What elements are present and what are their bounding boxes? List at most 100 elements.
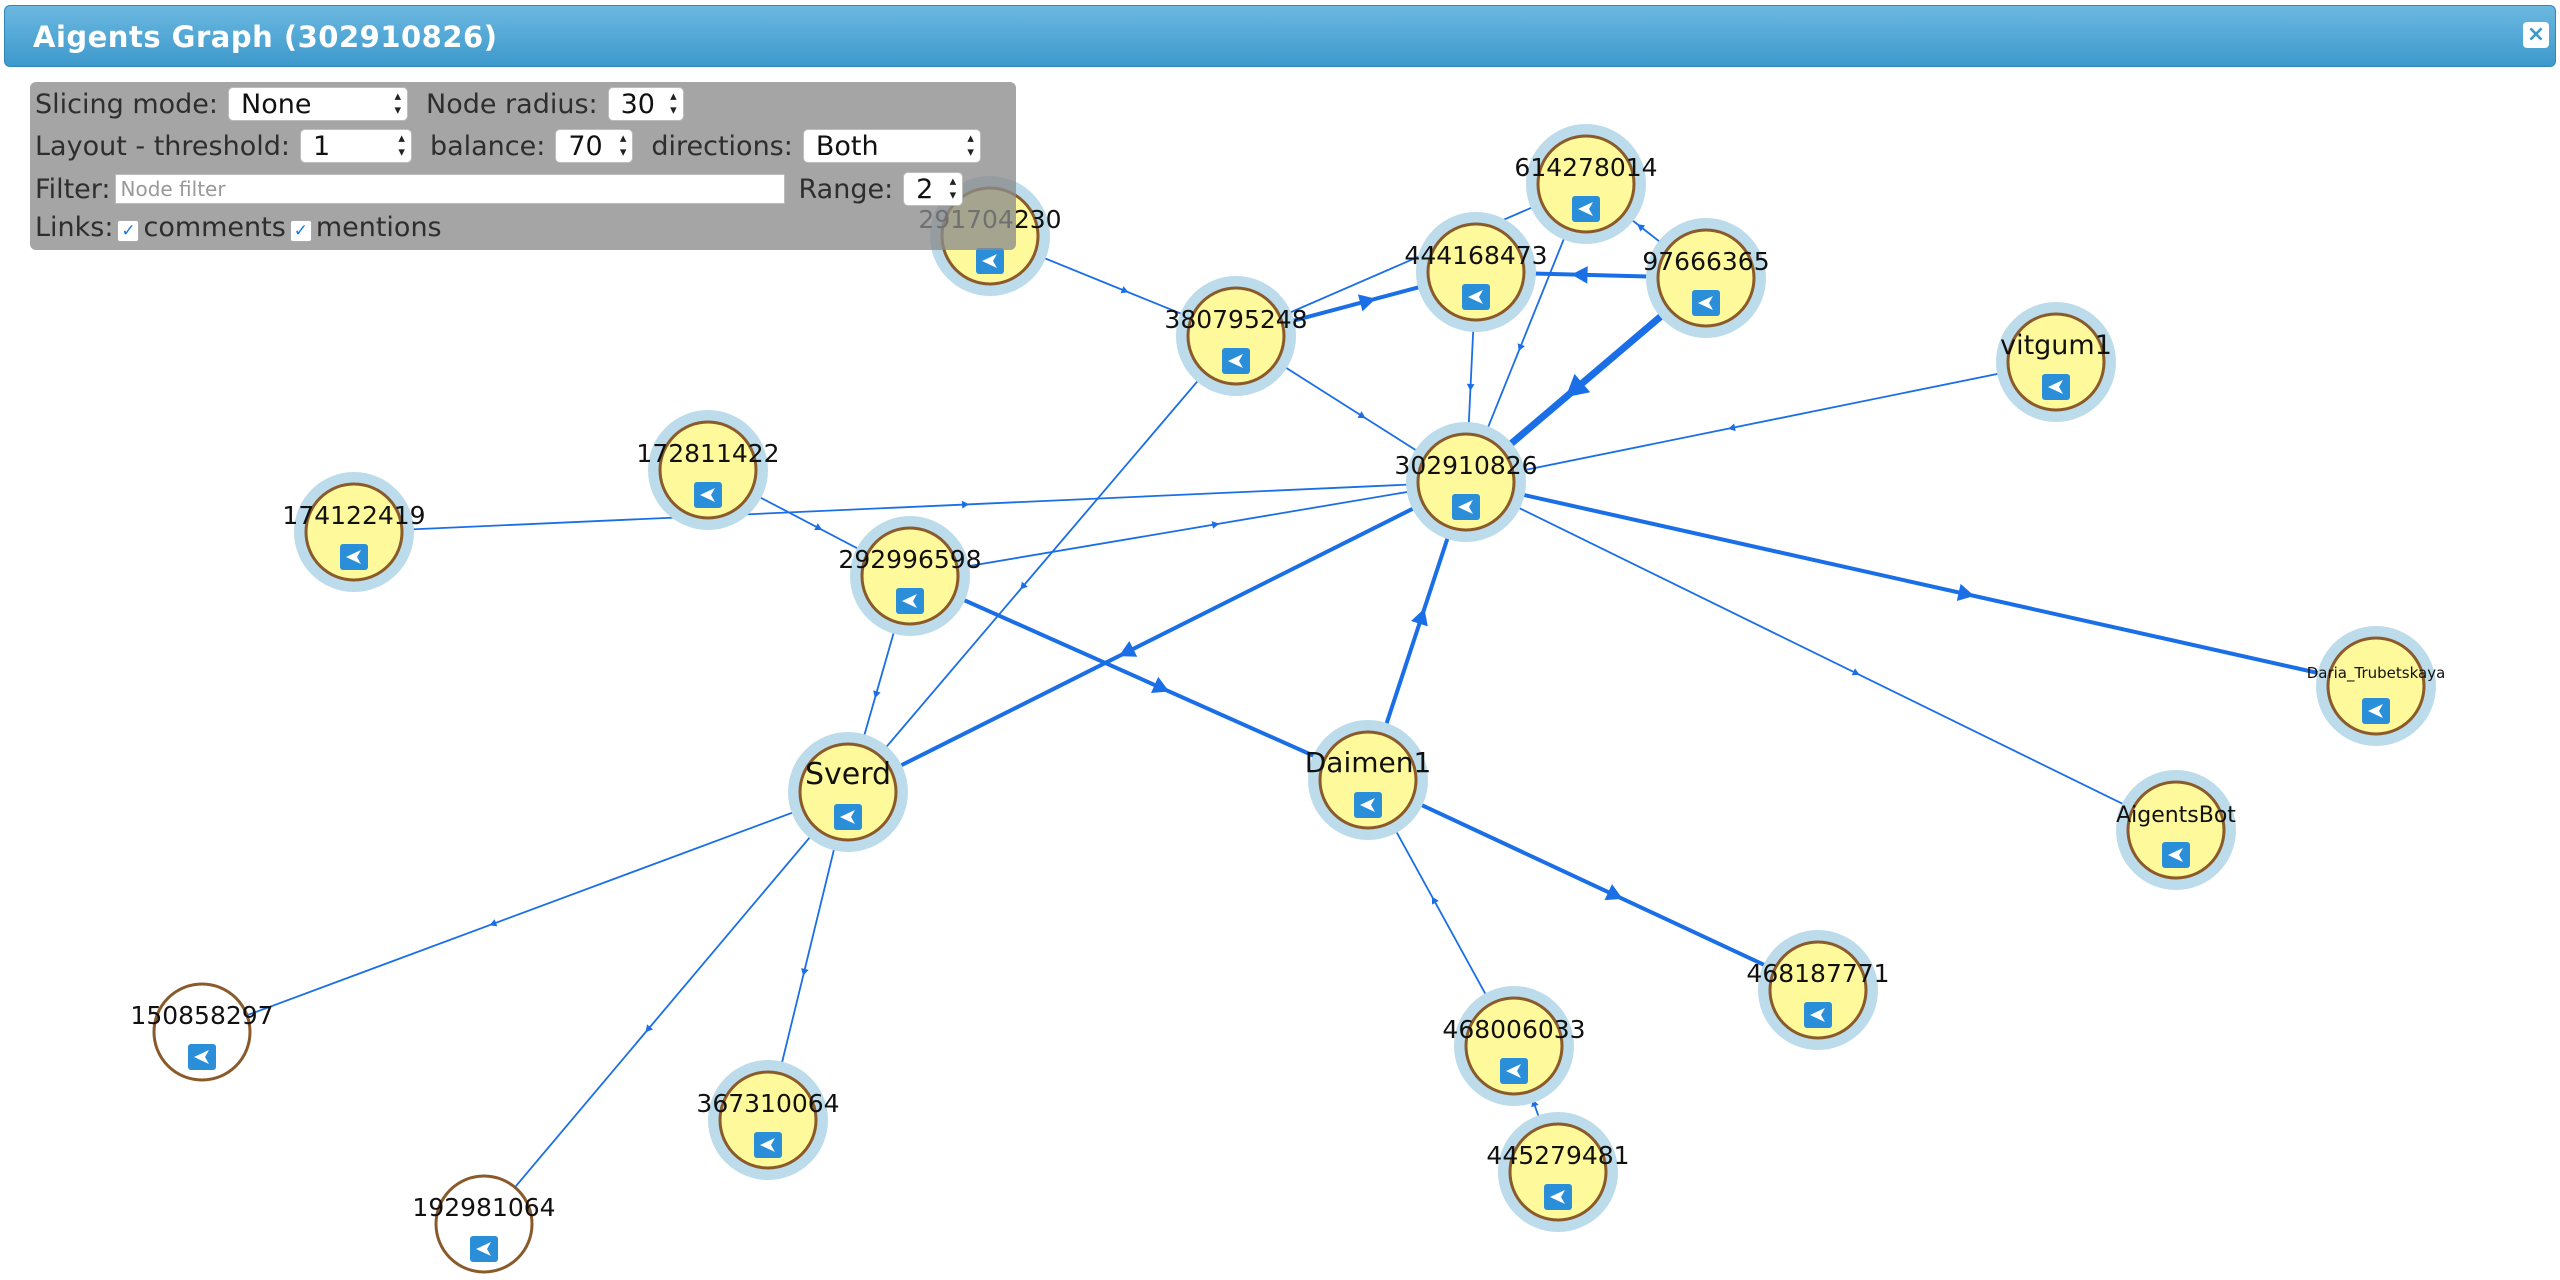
node-label: 292996598 [838,545,981,574]
telegram-icon[interactable] [896,588,924,614]
slicing-mode-select[interactable]: None [228,87,408,121]
node-circle [1318,730,1418,830]
node-label: 172811422 [636,439,779,468]
edge-arrow-head [1118,641,1138,657]
window-title: Aigents Graph (302910826) [33,20,498,54]
edge-arrow-head [1604,884,1623,901]
title-bar[interactable]: Aigents Graph (302910826) × [4,5,2556,67]
comments-checkbox[interactable]: ✓ [117,219,140,242]
node-circle [434,1174,534,1274]
edge-line [1465,481,2177,831]
node-label: vitgum1 [2000,330,2112,361]
node-circle [1186,286,1286,386]
graph-node[interactable]: 445279481 [1486,1112,1630,1232]
telegram-icon[interactable] [1462,284,1490,310]
node-circle [2006,312,2106,412]
telegram-icon[interactable] [834,804,862,830]
graph-node[interactable]: 302910826 [1394,422,1538,542]
graph-node[interactable]: 614278014 [1514,124,1658,244]
graph-node[interactable]: 192981064 [412,1174,556,1274]
node-radius-select[interactable]: 30 [607,87,684,121]
telegram-icon[interactable] [694,482,722,508]
nodes-layer: 302910826 614278014 97666365 444168473 38079… [130,124,2446,1274]
edge-arrow-head [1956,583,1975,601]
edge-arrow-head [1637,224,1646,232]
mentions-checkbox[interactable]: ✓ [289,219,312,242]
layout-threshold-select[interactable]: 1 [299,129,412,163]
telegram-icon[interactable] [1692,290,1720,316]
telegram-icon[interactable] [2042,374,2070,400]
node-circle [718,1070,818,1170]
node-label: Sverd [805,757,891,792]
graph-node[interactable]: 174122419 [282,472,426,592]
graph-node[interactable]: 367310064 [696,1060,840,1180]
edge-line [1367,778,1819,992]
node-label: 174122419 [282,501,425,530]
telegram-icon[interactable] [1804,1002,1832,1028]
node-label: Daria_Trubetskaya [2307,664,2446,683]
graph-node[interactable]: 97666365 [1642,218,1770,338]
edge-line [909,481,1467,577]
edge-line [201,791,849,1033]
controls-panel: Slicing mode: None Node radius: 30 Layou… [30,82,1016,250]
node-label: 97666365 [1642,247,1769,276]
telegram-icon[interactable] [470,1236,498,1262]
edge-arrow-head [1432,896,1439,905]
close-icon[interactable]: × [2523,22,2549,48]
telegram-icon[interactable] [976,248,1004,274]
telegram-icon[interactable] [188,1044,216,1070]
node-circle [1536,134,1636,234]
node-label: 614278014 [1514,153,1657,182]
node-filter-input[interactable]: Node filter [114,174,785,204]
edge-arrow-head [1211,521,1220,529]
edge-line [847,335,1237,793]
node-circle [1508,1122,1608,1222]
node-circle [860,526,960,626]
telegram-icon[interactable] [1452,494,1480,520]
edge-line [847,480,1467,794]
node-circle [152,982,252,1082]
graph-node[interactable]: vitgum1 [1996,302,2116,422]
balance-select[interactable]: 70 [555,129,634,163]
edge-line [1235,183,1587,337]
edge-arrow-head [873,690,881,699]
links-label: Links: [35,212,114,243]
edge-arrow-head [961,500,970,509]
edge-arrow-head [1728,423,1736,432]
directions-select[interactable]: Both [802,129,981,163]
telegram-icon[interactable] [340,544,368,570]
graph-node[interactable]: Sverd [788,732,908,852]
node-label: 367310064 [696,1089,839,1118]
graph-node[interactable]: AigentsBot [2116,770,2236,890]
node-circle [1426,222,1526,322]
balance-label: balance: [429,130,546,162]
telegram-icon[interactable] [1500,1058,1528,1084]
graph-node[interactable]: Daimen1 [1305,720,1432,840]
edge-arrow-head [1571,266,1588,284]
comments-label: comments [143,212,286,243]
filter-label: Filter: [35,173,111,205]
layout-threshold-label: Layout - threshold: [35,130,290,162]
graph-node[interactable]: 150858297 [130,982,274,1082]
graph-node[interactable]: 172811422 [636,410,780,530]
telegram-icon[interactable] [2362,698,2390,724]
graph-node[interactable]: 292996598 [838,516,982,636]
graph-node[interactable]: 444168473 [1404,212,1548,332]
range-select[interactable]: 2 [903,172,964,206]
edge-arrow-head [1358,294,1376,312]
telegram-icon[interactable] [1572,196,1600,222]
edge-arrow-head [814,523,823,531]
telegram-icon[interactable] [754,1132,782,1158]
telegram-icon[interactable] [1544,1184,1572,1210]
telegram-icon[interactable] [1354,792,1382,818]
telegram-icon[interactable] [2162,842,2190,868]
graph-node[interactable]: 380795248 [1164,276,1308,396]
telegram-icon[interactable] [1222,348,1250,374]
graph-node[interactable]: Daria_Trubetskaya [2307,626,2446,746]
node-circle [1768,940,1868,1040]
edge-arrow-head [489,919,498,927]
graph-node[interactable]: 468006033 [1442,986,1586,1106]
graph-node[interactable]: 468187771 [1746,930,1890,1050]
edge-line [1465,361,2057,483]
